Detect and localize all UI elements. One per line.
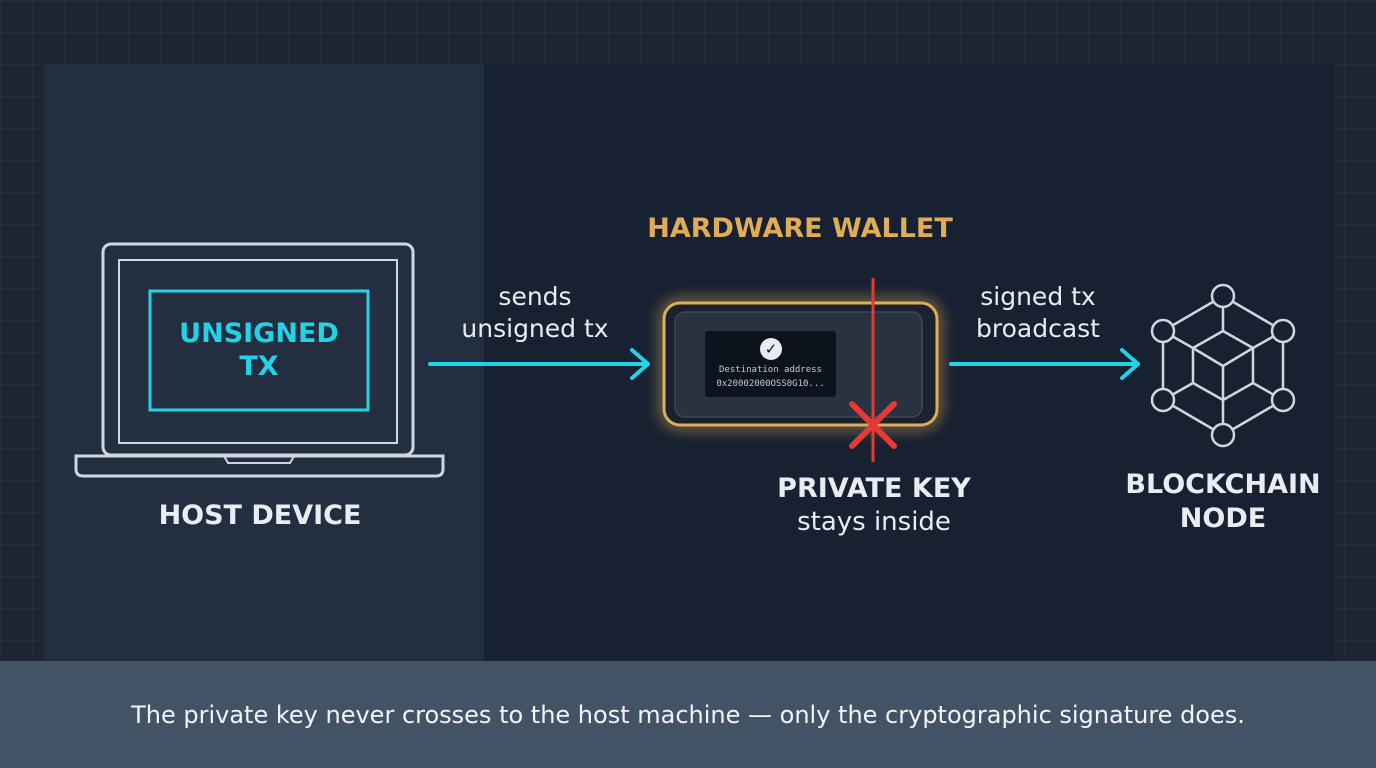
broadcast-arrow-label-line2: broadcast	[976, 314, 1100, 343]
unsigned-tx-label: UNSIGNED TX	[179, 318, 339, 382]
private-key-title: PRIVATE KEY	[777, 473, 971, 504]
send-arrow-label-line1: sends	[498, 282, 572, 311]
broadcast-arrow-label-line1: signed tx	[980, 282, 1096, 311]
blockchain-node-label-line2: NODE	[1179, 503, 1267, 534]
host-panel	[44, 64, 484, 661]
screen-destination-label: Destination address	[719, 365, 822, 375]
unsigned-tx-box	[148, 289, 370, 412]
laptop-icon	[74, 242, 445, 478]
host-device-label: HOST DEVICE	[158, 500, 362, 531]
private-key-subtitle: stays inside	[797, 507, 951, 537]
blocked-cross-icon	[849, 401, 897, 449]
broadcast-arrow	[949, 348, 1140, 380]
check-icon: ✓	[760, 338, 782, 360]
send-arrow-label-line2: unsigned tx	[461, 314, 609, 343]
blockchain-node-label-line1: BLOCKCHAIN	[1125, 469, 1321, 500]
send-arrow	[428, 348, 650, 380]
screen-destination-address: 0x20002000OSS0G10...	[716, 379, 825, 389]
footer-caption: The private key never crosses to the hos…	[131, 700, 1245, 729]
footer-bar: The private key never crosses to the hos…	[0, 661, 1376, 768]
hardware-wallet-title: HARDWARE WALLET	[647, 213, 953, 244]
blockchain-node-icon	[1150, 283, 1296, 448]
